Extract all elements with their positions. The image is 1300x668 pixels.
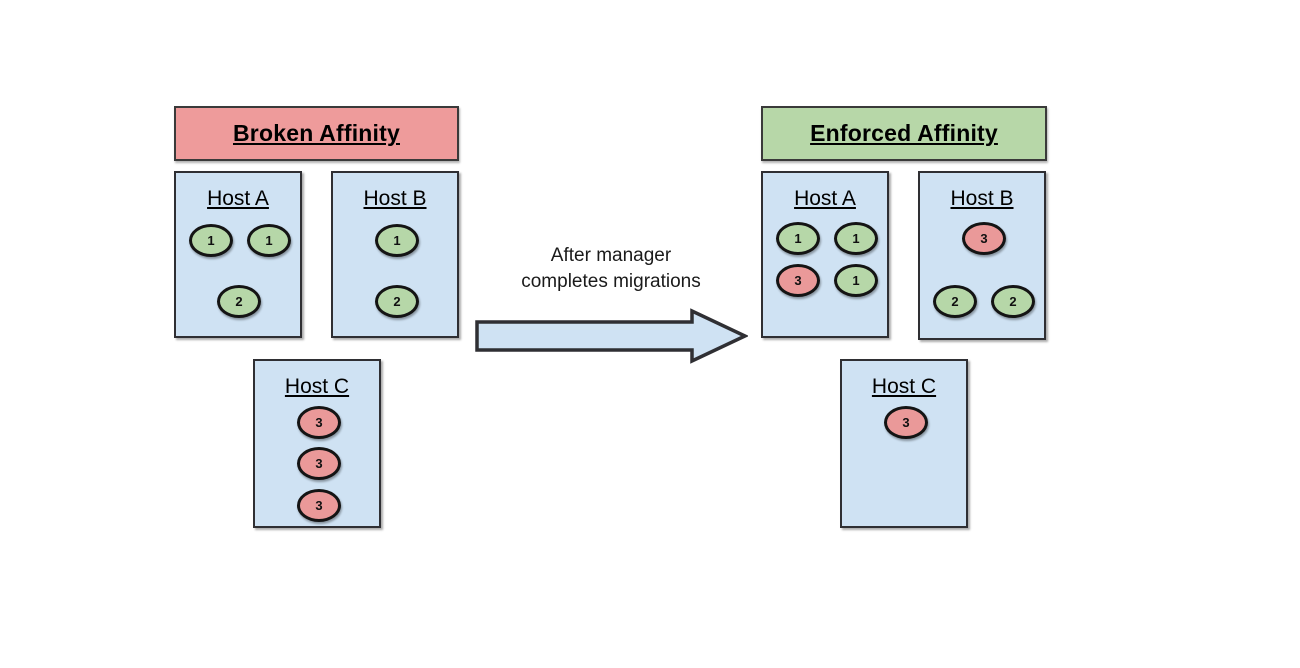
host-box-left-host-b: Host B 1 2 (331, 171, 459, 338)
host-label-right-host-a: Host A (794, 187, 856, 210)
vm-badge[interactable]: 2 (375, 285, 419, 318)
section-title-enforced-affinity: Enforced Affinity (810, 120, 998, 146)
vm-badge[interactable]: 1 (834, 264, 878, 297)
host-box-right-host-c: Host C 3 (840, 359, 968, 528)
right-arrow-icon (475, 308, 748, 364)
host-box-right-host-b: Host B 3 2 2 (918, 171, 1046, 340)
host-label-left-host-a: Host A (207, 187, 269, 210)
vm-badge[interactable]: 3 (962, 222, 1006, 255)
vm-badge[interactable]: 3 (297, 489, 341, 522)
section-header-broken-affinity: Broken Affinity (174, 106, 459, 161)
transition-caption-line-1: After manager (550, 245, 672, 266)
vm-badge[interactable]: 1 (189, 224, 233, 257)
host-label-left-host-c: Host C (284, 375, 350, 398)
host-box-left-host-c: Host C 3 3 3 (253, 359, 381, 528)
vm-badge[interactable]: 1 (776, 222, 820, 255)
host-label-right-host-c: Host C (871, 375, 937, 398)
vm-badge[interactable]: 3 (884, 406, 928, 439)
host-label-left-host-b: Host B (363, 187, 427, 210)
vm-badge[interactable]: 2 (217, 285, 261, 318)
vm-badge[interactable]: 2 (933, 285, 977, 318)
vm-badge[interactable]: 1 (375, 224, 419, 257)
vm-badge[interactable]: 3 (297, 447, 341, 480)
transition-caption: After manager completes migrations (476, 243, 746, 295)
vm-badge[interactable]: 3 (776, 264, 820, 297)
host-label-right-host-b: Host B (950, 187, 1014, 210)
vm-badge[interactable]: 1 (834, 222, 878, 255)
host-box-left-host-a: Host A 1 1 2 (174, 171, 302, 338)
transition-caption-line-2: completes migrations (521, 271, 701, 292)
section-title-broken-affinity: Broken Affinity (233, 120, 400, 146)
section-header-enforced-affinity: Enforced Affinity (761, 106, 1047, 161)
vm-badge[interactable]: 3 (297, 406, 341, 439)
host-box-right-host-a: Host A 1 1 3 1 (761, 171, 889, 338)
vm-badge[interactable]: 1 (247, 224, 291, 257)
vm-badge[interactable]: 2 (991, 285, 1035, 318)
